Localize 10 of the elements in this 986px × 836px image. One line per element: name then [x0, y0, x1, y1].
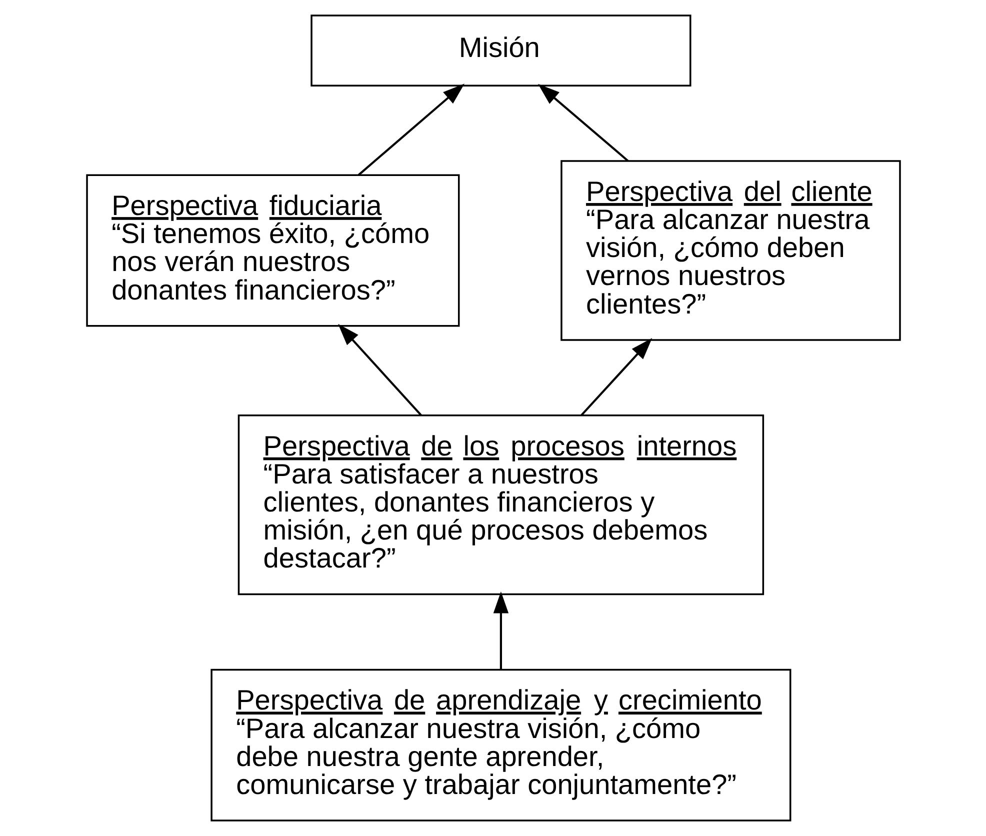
- node-box: Perspectiva del cliente “Para alcanzar nuestra visión, ¿cómo deben vernos nuestros clientes?”: [560, 160, 900, 341]
- arrow: [492, 592, 508, 670]
- arrow: [580, 338, 652, 416]
- node-box: Misión: [310, 14, 691, 86]
- arrow: [537, 84, 628, 162]
- arrow: [338, 324, 422, 416]
- node-box: Perspectiva de aprendizaje y crecimiento “Para alcanzar nuestra visión, ¿cómo debe nuestra gente aprender, comunicarse y trabajar conjuntamente?”: [210, 668, 791, 822]
- node-box: Perspectiva de los procesos internos “Para satisfacer a nuestros clientes, donantes financieros y misión, ¿en qué procesos debemos destacar?”: [237, 414, 764, 596]
- arrow: [357, 84, 464, 176]
- node-box: Perspectiva fiduciaria “Si tenemos éxito, ¿cómo nos verán nuestros donantes financieros?”: [86, 174, 460, 327]
